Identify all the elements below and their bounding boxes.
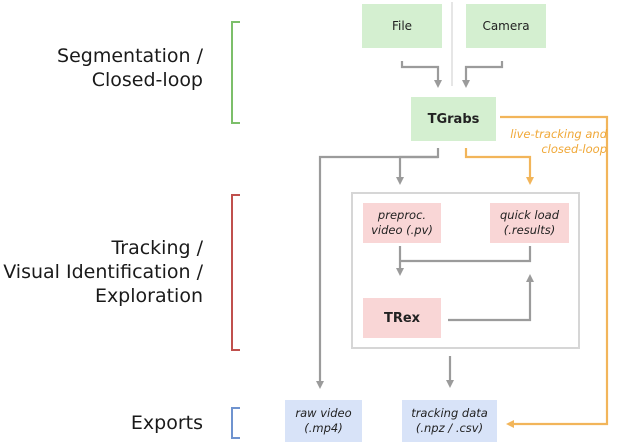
file-node: File bbox=[362, 4, 442, 48]
node-label-line: raw video bbox=[295, 406, 352, 420]
arrow-tgrabs-to-quick-load bbox=[464, 148, 534, 185]
segmentation-bracket bbox=[231, 21, 240, 124]
stage-label-line: Segmentation / bbox=[57, 45, 203, 67]
arrow-file-to-tgrabs bbox=[400, 61, 442, 88]
quick-load-node: quick load (.results) bbox=[490, 203, 569, 243]
camera-node: Camera bbox=[466, 4, 546, 48]
annotation-line: live-tracking and bbox=[510, 127, 607, 141]
node-label-line: (.mp4) bbox=[304, 421, 343, 435]
tracking-data-node: tracking data (.npz / .csv) bbox=[402, 400, 497, 442]
preproc-video-node: preproc. video (.pv) bbox=[363, 203, 441, 243]
arrow-trex-to-quick-load bbox=[448, 274, 534, 322]
exports-bracket bbox=[231, 407, 240, 439]
trex-node-label: TRex bbox=[383, 310, 421, 326]
annotation-line: closed-loop bbox=[541, 142, 607, 156]
arrow-tgrabs-to-raw-video bbox=[316, 148, 440, 389]
stage-label-line: Exports bbox=[130, 412, 203, 434]
stage-label-exports: Exports bbox=[131, 411, 203, 435]
stage-label-segmentation: Segmentation / Closed-loop bbox=[57, 44, 203, 92]
line-quick-load-merge bbox=[400, 246, 532, 263]
arrow-camera-to-tgrabs bbox=[462, 61, 504, 88]
tgrabs-node: TGrabs bbox=[411, 97, 496, 141]
stage-label-line: Visual Identification / bbox=[3, 261, 203, 283]
node-label-line: tracking data bbox=[411, 406, 488, 420]
raw-video-node: raw video (.mp4) bbox=[285, 400, 362, 442]
node-label-line: video (.pv) bbox=[371, 223, 433, 237]
camera-node-label: Camera bbox=[482, 18, 530, 33]
file-node-label: File bbox=[391, 18, 413, 33]
trex-node: TRex bbox=[363, 298, 441, 338]
node-label-line: (.npz / .csv) bbox=[415, 421, 484, 435]
stage-label-line: Exploration bbox=[94, 285, 203, 307]
node-label-line: preproc. bbox=[377, 208, 427, 222]
stage-label-tracking: Tracking / Visual Identification / Explo… bbox=[3, 236, 203, 308]
stage-label-line: Closed-loop bbox=[91, 69, 203, 91]
tgrabs-node-label: TGrabs bbox=[427, 111, 480, 127]
arrow-tgrabs-to-tracking-data bbox=[500, 115, 609, 428]
tracking-bracket bbox=[231, 194, 240, 351]
live-tracking-annotation: live-tracking and closed-loop bbox=[510, 127, 607, 157]
arrow-tgrabs-to-preproc bbox=[396, 155, 438, 185]
node-label-line: quick load bbox=[500, 208, 559, 222]
tracking-group-border bbox=[351, 192, 580, 349]
node-label-line: (.results) bbox=[503, 223, 556, 237]
stage-label-line: Tracking / bbox=[111, 237, 203, 259]
